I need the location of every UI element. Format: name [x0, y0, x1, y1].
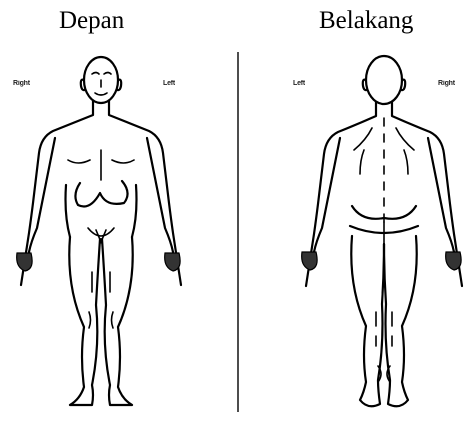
front-legs: [69, 237, 132, 405]
back-head: [363, 56, 405, 104]
back-arms: [302, 138, 461, 270]
back-legs: [351, 236, 416, 406]
back-body-figure: [302, 56, 462, 406]
front-head: [81, 57, 121, 103]
front-body-figure: [17, 57, 181, 405]
